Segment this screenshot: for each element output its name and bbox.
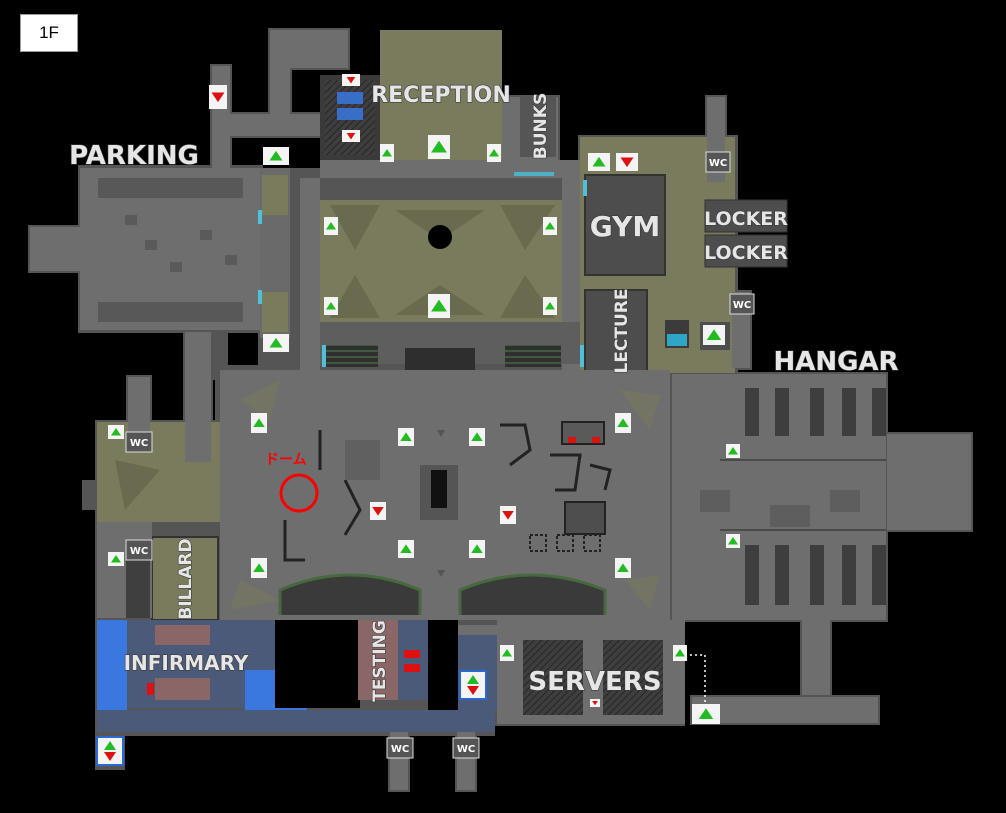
room-label-infirmary: INFIRMARY (124, 651, 249, 675)
up-triangle-icon (325, 221, 337, 230)
room-label-locker-1: LOCKER (704, 208, 788, 230)
down-triangle-icon (104, 752, 116, 761)
up-triangle-icon (471, 544, 483, 554)
up-triangle-icon (698, 708, 714, 720)
up-triangle-icon (727, 536, 739, 545)
south-wing (97, 620, 706, 790)
central-atrium (300, 178, 582, 378)
wc-label-south-2: WC (457, 744, 475, 755)
down-triangle-icon (592, 700, 598, 706)
northwest-corridor (212, 30, 348, 170)
up-triangle-icon (471, 432, 483, 442)
up-triangle-icon (253, 563, 265, 573)
up-triangle-icon (617, 563, 629, 573)
up-triangle-icon (400, 432, 412, 442)
up-triangle-icon (325, 301, 337, 310)
up-triangle-icon (400, 544, 412, 554)
room-label-parking: PARKING (69, 141, 199, 171)
main-hall (220, 370, 670, 620)
down-triangle-icon (620, 157, 634, 168)
up-triangle-icon (727, 446, 739, 455)
parking-area (30, 168, 290, 338)
up-triangle-icon (253, 418, 265, 428)
up-triangle-icon (501, 648, 513, 657)
up-triangle-icon (431, 140, 447, 153)
room-label-servers: SERVERS (528, 667, 661, 697)
up-triangle-icon (110, 427, 122, 436)
wc-label-west-1: WC (130, 438, 148, 449)
up-triangle-icon (617, 418, 629, 428)
up-triangle-icon (269, 150, 283, 161)
up-triangle-icon (381, 148, 393, 157)
up-triangle-icon (269, 337, 283, 348)
wc-label-gym: WC (709, 158, 727, 169)
dome-annotation: ドーム (265, 452, 319, 513)
room-label-reception: RECEPTION (371, 83, 511, 108)
down-triangle-icon (346, 132, 356, 140)
up-triangle-icon (104, 741, 116, 750)
up-triangle-icon (467, 675, 479, 684)
wc-label-south-1: WC (391, 744, 409, 755)
bunks-room (502, 97, 558, 176)
up-triangle-icon (544, 221, 556, 230)
room-labels: PARKING RECEPTION BUNKS GYM LOCKER LOCKE… (69, 82, 900, 702)
room-label-gym: GYM (590, 210, 661, 243)
doorways (258, 180, 587, 367)
up-triangle-icon (592, 156, 606, 167)
room-label-hangar: HANGAR (773, 347, 898, 377)
room-label-bunks: BUNKS (531, 93, 551, 159)
up-triangle-icon (431, 299, 447, 312)
down-triangle-icon (467, 686, 479, 695)
down-triangle-icon (211, 92, 225, 103)
restroom-labels: WC WC WC WC WC WC (125, 151, 755, 759)
up-triangle-icon (706, 329, 722, 341)
stair-markers (96, 74, 740, 766)
down-triangle-icon (346, 76, 356, 84)
dome-label: ドーム (265, 452, 307, 468)
room-label-locker-2: LOCKER (704, 242, 788, 264)
down-triangle-icon (502, 510, 514, 520)
hangar (672, 374, 971, 723)
room-label-testing: TESTING (370, 620, 390, 702)
up-triangle-icon (674, 648, 686, 657)
up-triangle-icon (544, 301, 556, 310)
wc-label-west-2: WC (130, 546, 148, 557)
reception-room (320, 30, 582, 178)
down-triangle-icon (372, 506, 384, 516)
room-label-lecture: LECTURE (612, 288, 632, 373)
room-label-billard: BILLARD (176, 538, 196, 619)
wc-label-locker: WC (733, 300, 751, 311)
up-triangle-icon (488, 148, 500, 157)
west-wing (97, 332, 220, 621)
floor-label: 1F (20, 14, 78, 52)
up-triangle-icon (110, 554, 122, 563)
